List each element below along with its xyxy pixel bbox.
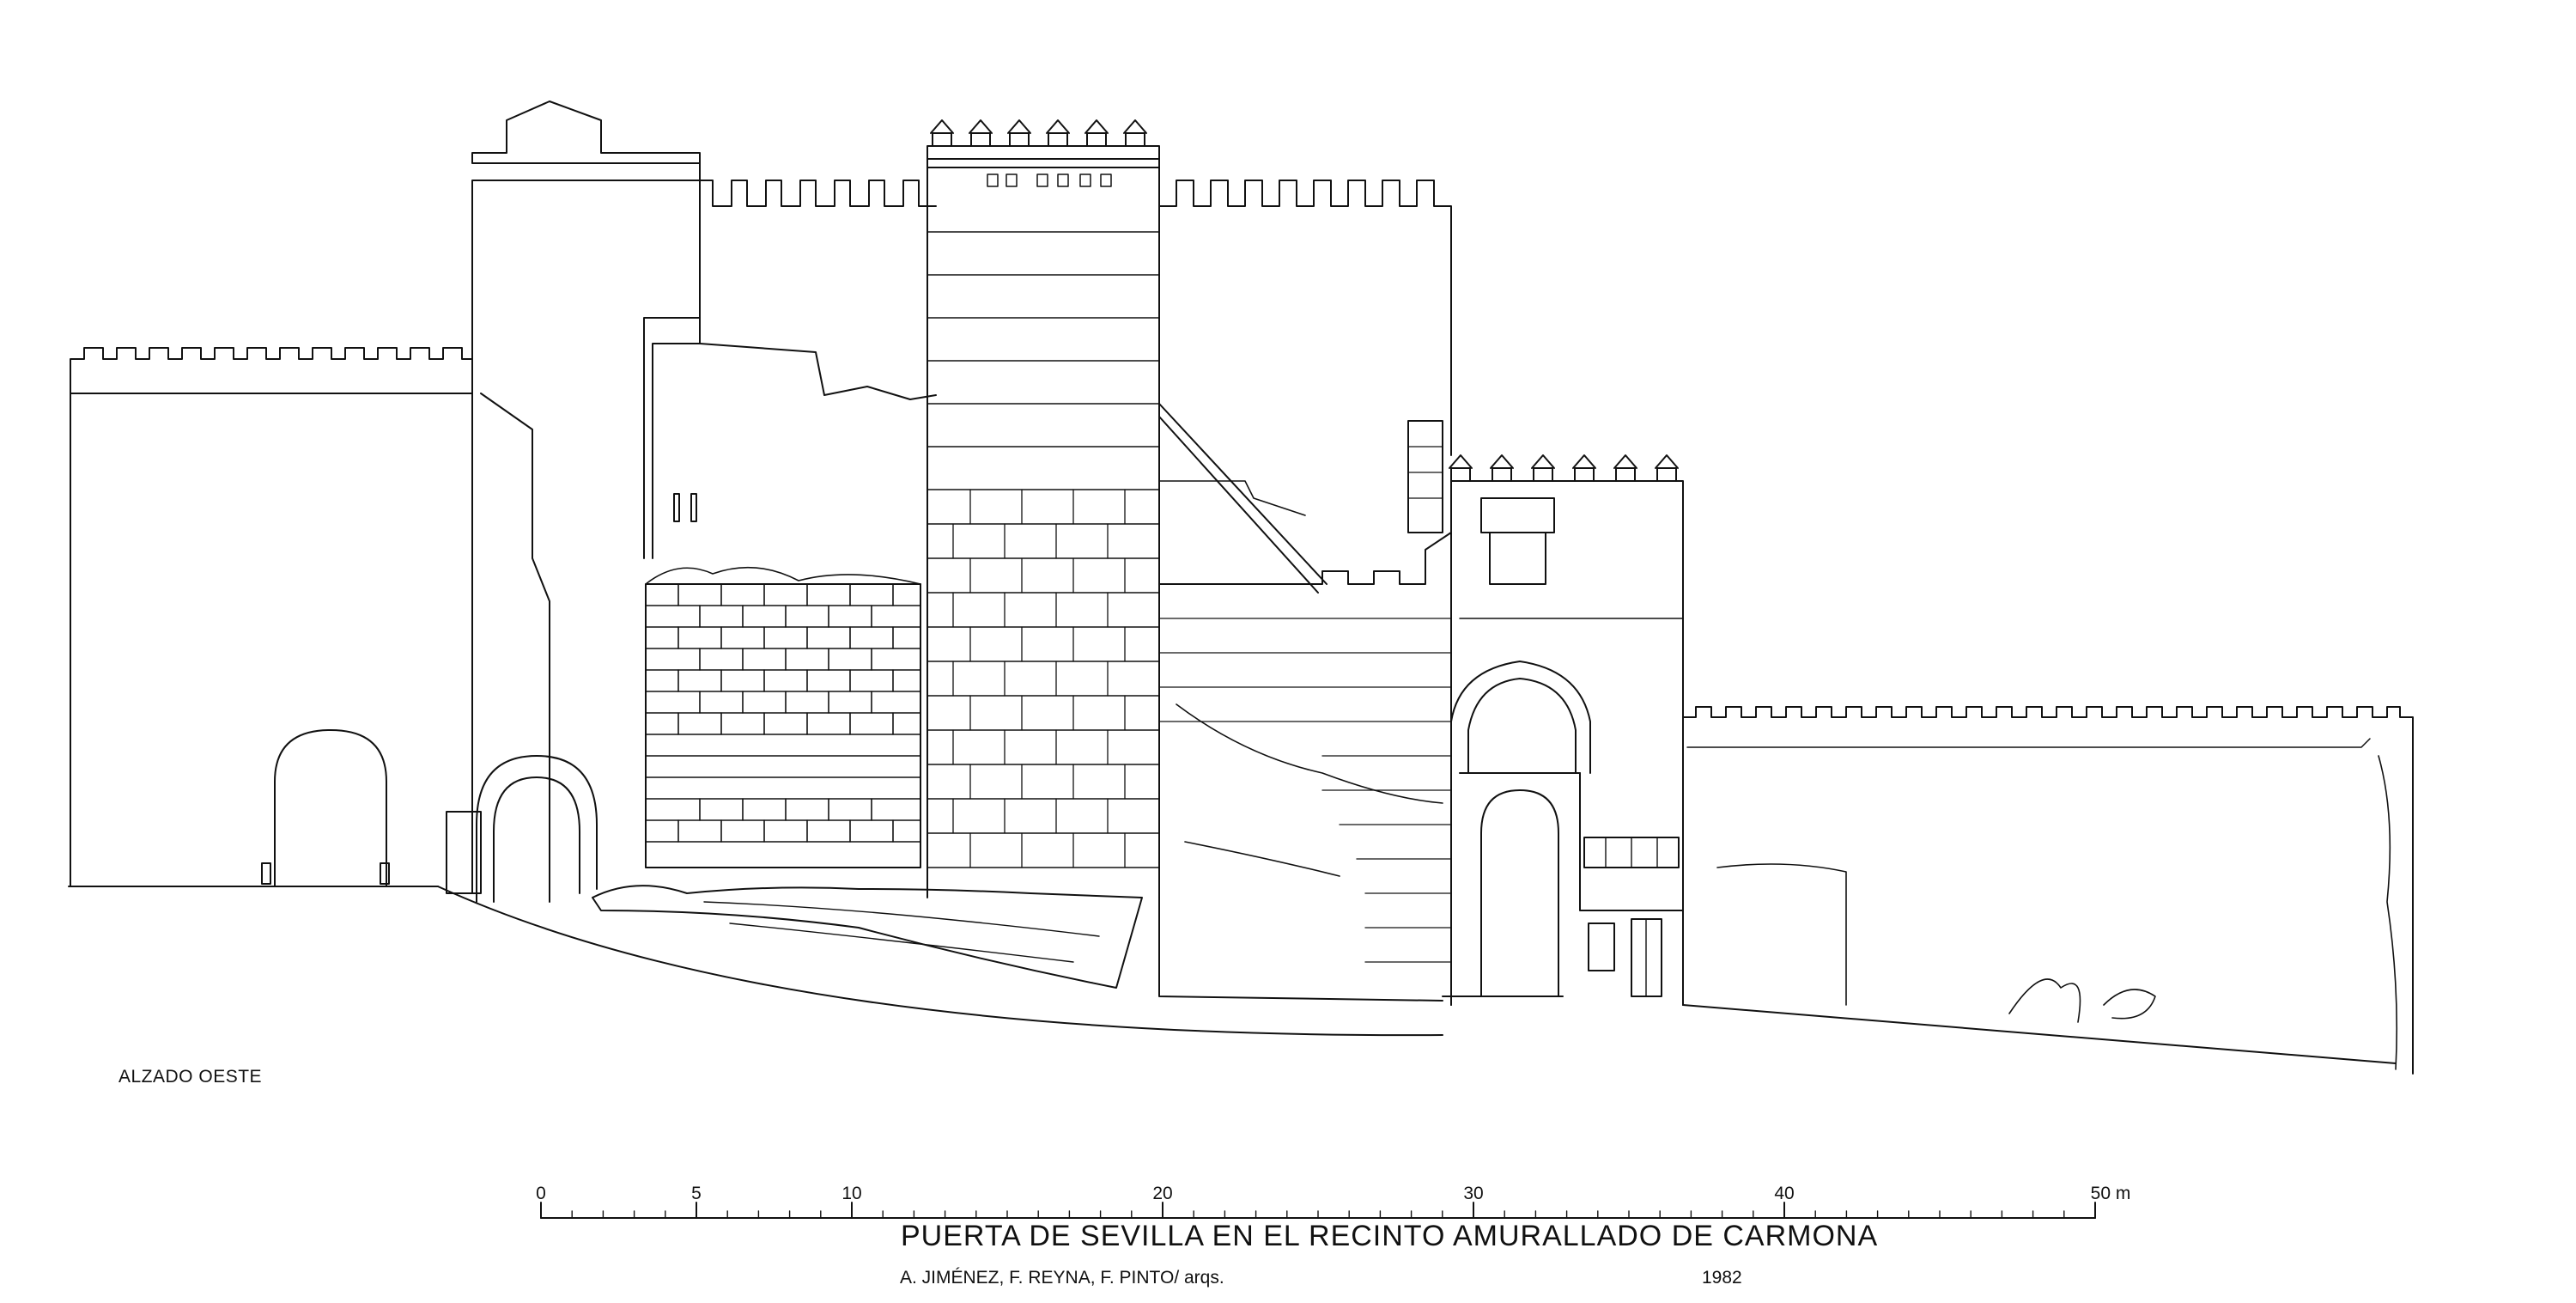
ashlar-masonry-block xyxy=(645,566,921,868)
mid-masonry-wall xyxy=(1158,420,1452,1006)
drawing-title: PUERTA DE SEVILLA EN EL RECINTO AMURALLA… xyxy=(901,1220,1879,1252)
scale-bar-tick-label: 5 xyxy=(691,1184,702,1203)
diagonal-stair-wall xyxy=(1158,403,1327,594)
scale-bar xyxy=(540,1202,2096,1219)
left-arch-gate xyxy=(261,729,390,887)
scale-bar-tick-label: 10 xyxy=(841,1184,862,1203)
scale-bar-tick-label: 40 xyxy=(1774,1184,1795,1203)
gatehouse xyxy=(1449,454,1684,1006)
rubble-base xyxy=(592,885,1143,989)
ground-line xyxy=(68,886,2397,1064)
scale-bar-tick-label: 0 xyxy=(536,1184,546,1203)
main-tower xyxy=(927,119,1160,898)
west-curtain-wall xyxy=(70,347,473,887)
scale-bar-tick-label: 20 xyxy=(1152,1184,1173,1203)
scale-bar-tick-label: 50 m xyxy=(2090,1184,2131,1203)
elevation-label: ALZADO OESTE xyxy=(118,1067,263,1087)
left-tower xyxy=(446,100,701,903)
east-curtain-wall xyxy=(1682,706,2414,1075)
upper-curtain-wall xyxy=(652,180,1452,559)
gatehouse-merlons xyxy=(1449,454,1679,482)
tower-merlons xyxy=(930,119,1147,147)
authors-credit: A. JIMÉNEZ, F. REYNA, F. PINTO/ arqs. xyxy=(900,1268,1224,1288)
drawing-year: 1982 xyxy=(1702,1268,1742,1288)
scale-bar-tick-label: 30 xyxy=(1463,1184,1484,1203)
